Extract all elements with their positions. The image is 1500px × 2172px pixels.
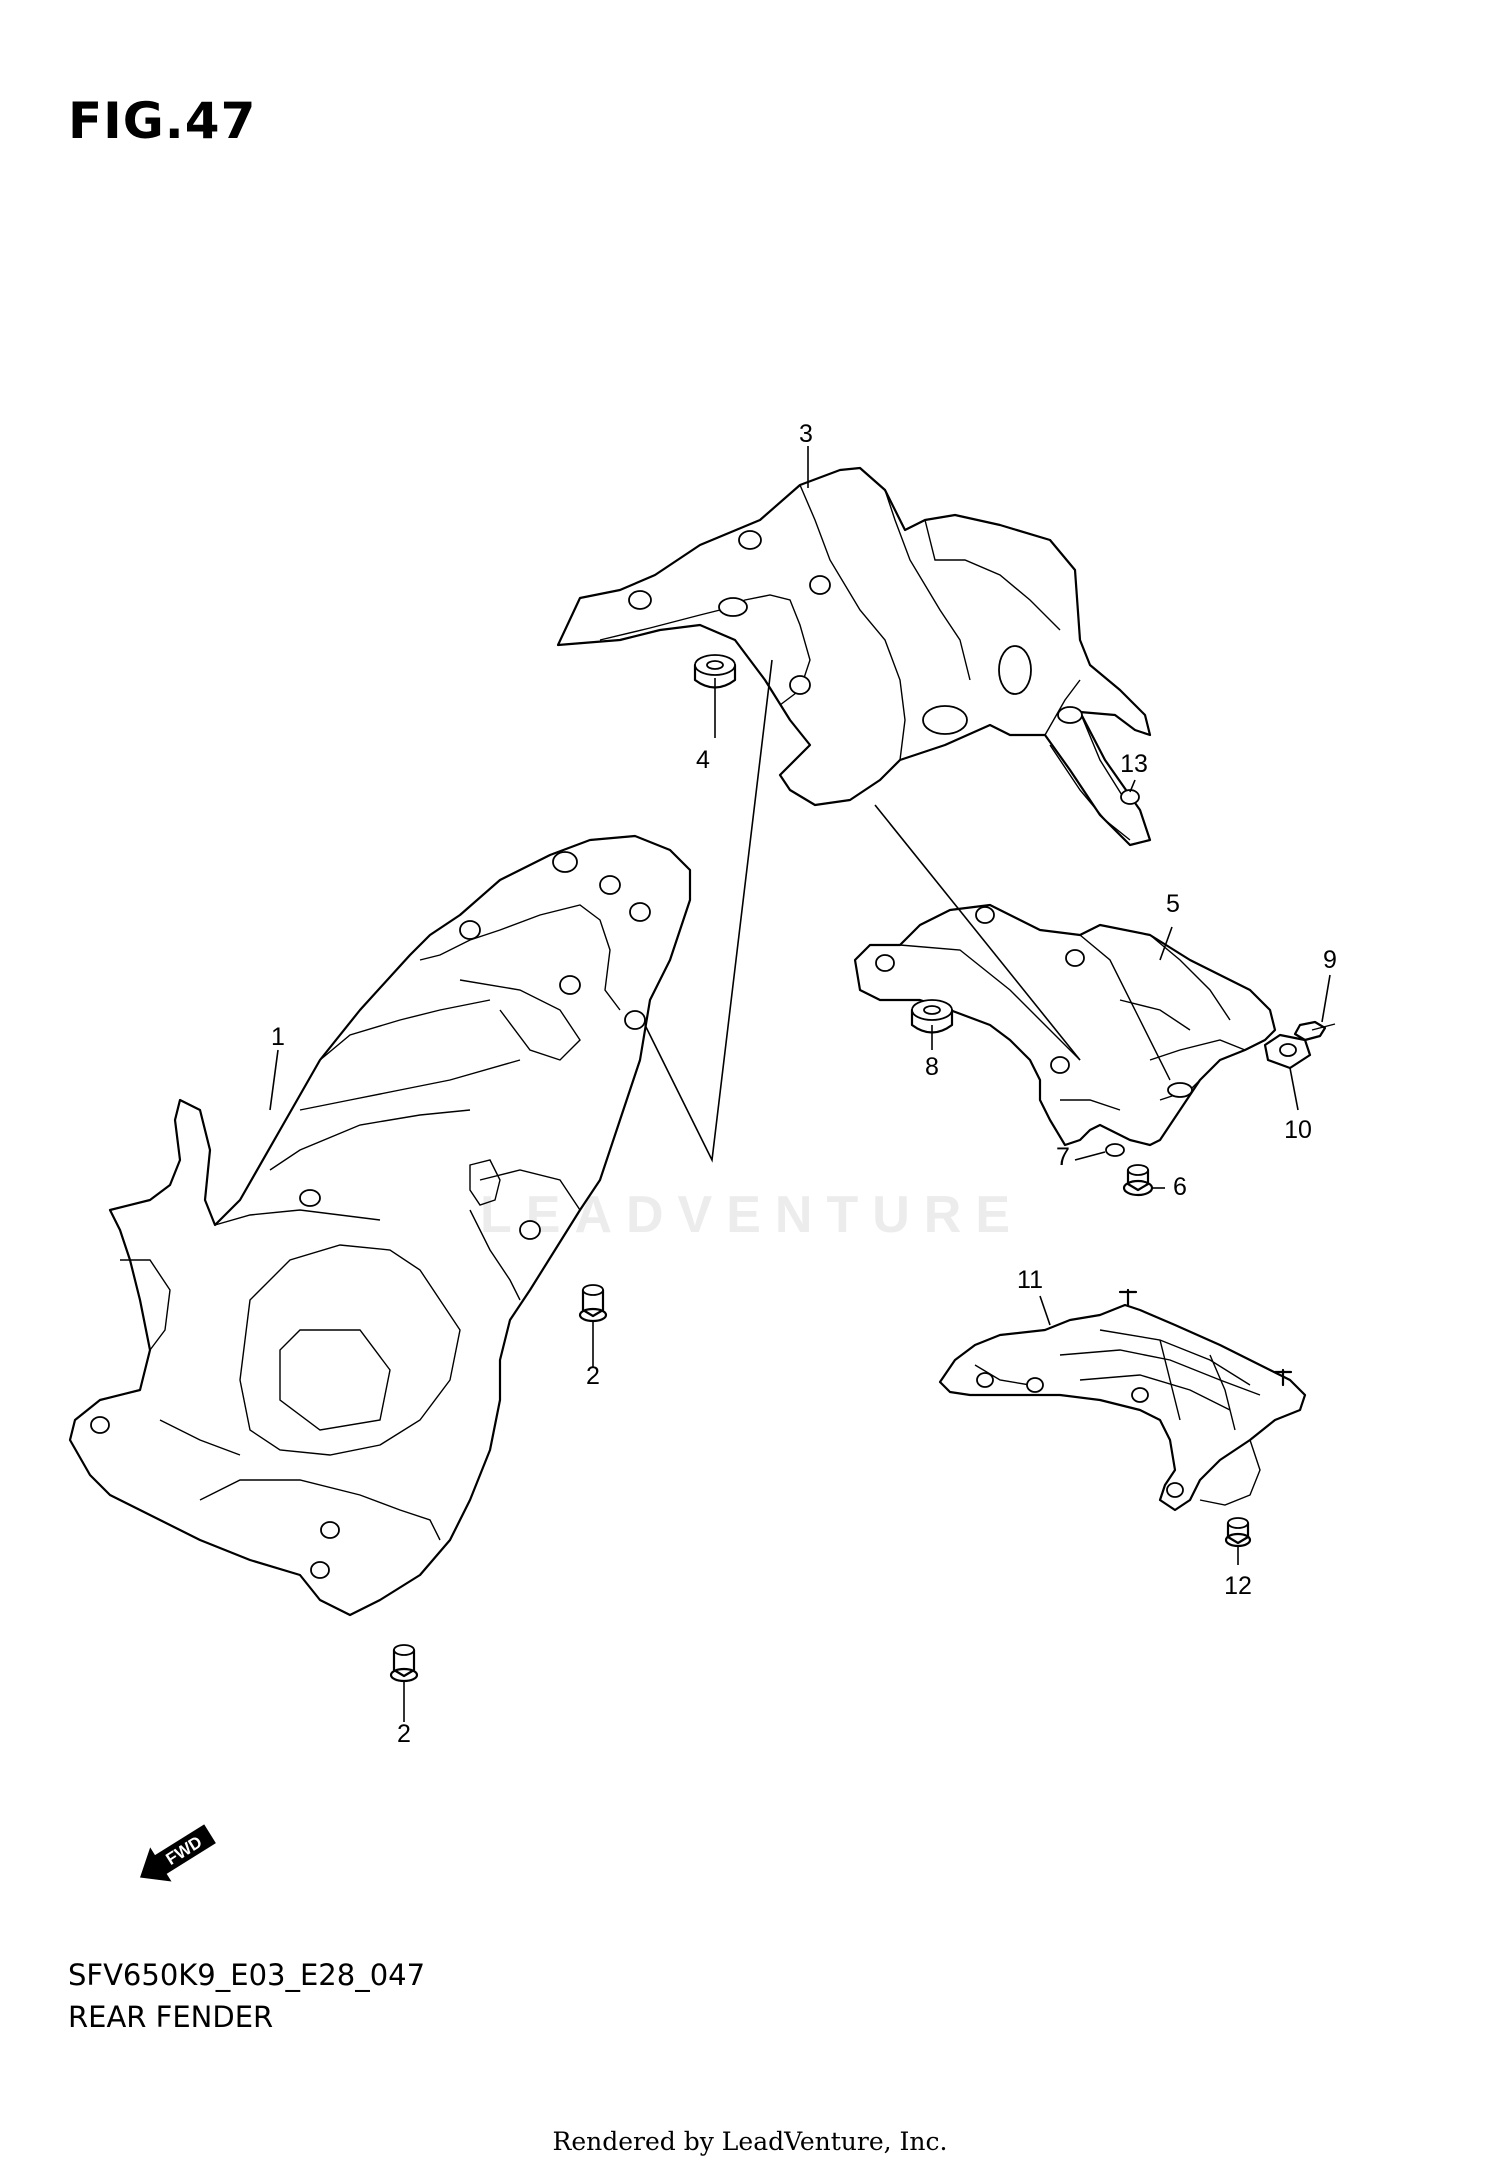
part-label-2-upper: 2 xyxy=(586,1362,600,1390)
rendered-by-credit: Rendered by LeadVenture, Inc. xyxy=(552,2127,948,2156)
part-9-screw xyxy=(1293,1020,1336,1042)
part-2-bolt-lower xyxy=(389,1644,419,1683)
part-13-clip xyxy=(1120,789,1140,805)
part-label-5: 5 xyxy=(1166,890,1180,918)
part-2-bolt-upper xyxy=(578,1284,608,1323)
fwd-arrow-icon: FWD xyxy=(140,1824,216,1882)
part-label-1: 1 xyxy=(271,1023,285,1051)
part-label-10: 10 xyxy=(1284,1116,1312,1144)
figure-title: FIG.47 xyxy=(68,92,257,150)
part-3-rear-fender-upper xyxy=(556,466,1152,847)
part-label-12: 12 xyxy=(1224,1572,1252,1600)
part-label-3: 3 xyxy=(799,420,813,448)
model-code: SFV650K9_E03_E28_047 xyxy=(68,1958,426,1992)
part-label-13: 13 xyxy=(1120,750,1148,778)
part-4-grommet xyxy=(693,654,737,689)
part-label-6: 6 xyxy=(1173,1173,1187,1201)
section-name: REAR FENDER xyxy=(68,2000,274,2034)
part-label-9: 9 xyxy=(1323,946,1337,974)
part-label-2-lower: 2 xyxy=(397,1720,411,1748)
part-10-nut xyxy=(1263,1033,1312,1070)
part-11-under-tray xyxy=(938,1288,1307,1512)
part-5-bracket xyxy=(853,903,1277,1147)
part-label-11: 11 xyxy=(1017,1266,1043,1294)
part-1-rear-fender xyxy=(68,834,692,1617)
part-12-screw xyxy=(1224,1517,1252,1548)
leader-lines xyxy=(269,446,1331,1722)
watermark-text: LEADVENTURE xyxy=(480,1186,1025,1244)
part-label-7: 7 xyxy=(1056,1143,1070,1171)
part-label-4: 4 xyxy=(696,746,710,774)
part-6-bolt xyxy=(1122,1164,1154,1197)
part-7-washer xyxy=(1105,1143,1125,1157)
part-label-8: 8 xyxy=(925,1053,939,1081)
part-numbers: 3 4 13 1 2 2 5 8 7 6 9 10 11 12 xyxy=(271,420,1337,1748)
